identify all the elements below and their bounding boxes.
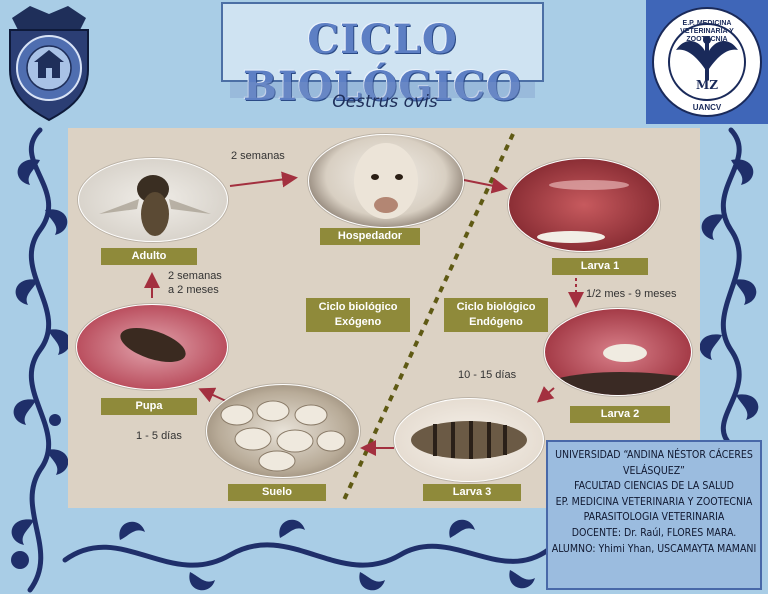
cycle-exogeno-line2: Exógeno (334, 316, 382, 328)
stage-label-larva2: Larva 2 (570, 406, 670, 423)
stage-label-pupa: Pupa (101, 398, 197, 415)
cycle-label-endogeno: Ciclo biológico Endógeno (444, 298, 548, 332)
credits-faculty: FACULTAD CIENCIAS DE LA SALUD (574, 480, 734, 493)
credits-student: ALUMNO: Yhimi Yhan, USCAMAYTA MAMANI (551, 542, 757, 555)
faculty-logo-bottom-text: UANCV (692, 103, 722, 112)
cycle-endogeno-line1: Ciclo biológico (456, 301, 536, 313)
cycle-exogeno-line1: Ciclo biológico (318, 301, 398, 313)
credits-box: UNIVERSIDAD “ANDINA NÉSTOR CÁCERES VELÁS… (546, 440, 762, 590)
larva3-image (394, 398, 544, 482)
faculty-emblem-icon (652, 7, 762, 117)
ornament-right (699, 127, 759, 448)
ornament-left (11, 127, 71, 593)
larva2-image (544, 308, 692, 396)
diagram-arrows (144, 133, 584, 503)
page-subtitle: Oestrus ovis (332, 92, 438, 112)
stage-label-suelo: Suelo (228, 484, 326, 501)
pupa-image (76, 304, 228, 390)
credits-course: PARASITOLOGIA VETERINARIA (583, 511, 725, 524)
credits-teacher: DOCENTE: Dr. Raúl, FLORES MARA. (571, 526, 737, 539)
soil-sheep-flock-image (206, 384, 360, 478)
stage-label-larva1: Larva 1 (552, 258, 648, 275)
adult-fly-image (78, 158, 228, 242)
title-banner: CICLO BIOLÓGICO (221, 2, 544, 110)
title-reflection (230, 82, 535, 98)
duration-larva1-larva2: 1/2 mes - 9 meses (586, 288, 677, 300)
credits-school: EP. MEDICINA VETERINARIA Y ZOOTECNIA (555, 495, 753, 508)
cycle-endogeno-line2: Endógeno (469, 316, 523, 328)
duration-pupa-adulto-1: 2 semanas (168, 270, 222, 282)
duration-larva2-larva3: 10 - 15 días (458, 369, 517, 381)
host-sheep-image (308, 134, 464, 228)
stage-label-hospedador: Hospedador (320, 228, 420, 245)
duration-adulto-hospedador: 2 semanas (231, 150, 285, 162)
faculty-logo-ring-text: E.P. MEDICINA VETERINARIA Y ZOOTECNIA (680, 20, 734, 43)
faculty-logo: E.P. MEDICINA VETERINARIA Y ZOOTECNIA MZ… (646, 0, 768, 124)
larva1-image (508, 158, 660, 252)
university-crest-logo (9, 6, 89, 122)
duration-suelo-pupa: 1 - 5 días (136, 430, 182, 442)
stage-label-adulto: Adulto (101, 248, 197, 265)
cycle-label-exogeno: Ciclo biológico Exógeno (306, 298, 410, 332)
page-title: CICLO BIOLÓGICO (243, 16, 521, 110)
credits-university-1: UNIVERSIDAD “ANDINA NÉSTOR CÁCERES (555, 449, 753, 461)
ornament-bottom (62, 519, 550, 591)
duration-pupa-adulto-2: a 2 meses (168, 284, 219, 296)
credits-university-2: VELÁSQUEZ” (623, 464, 685, 477)
stage-label-larva3: Larva 3 (423, 484, 521, 501)
faculty-logo-monogram: MZ (695, 78, 719, 92)
